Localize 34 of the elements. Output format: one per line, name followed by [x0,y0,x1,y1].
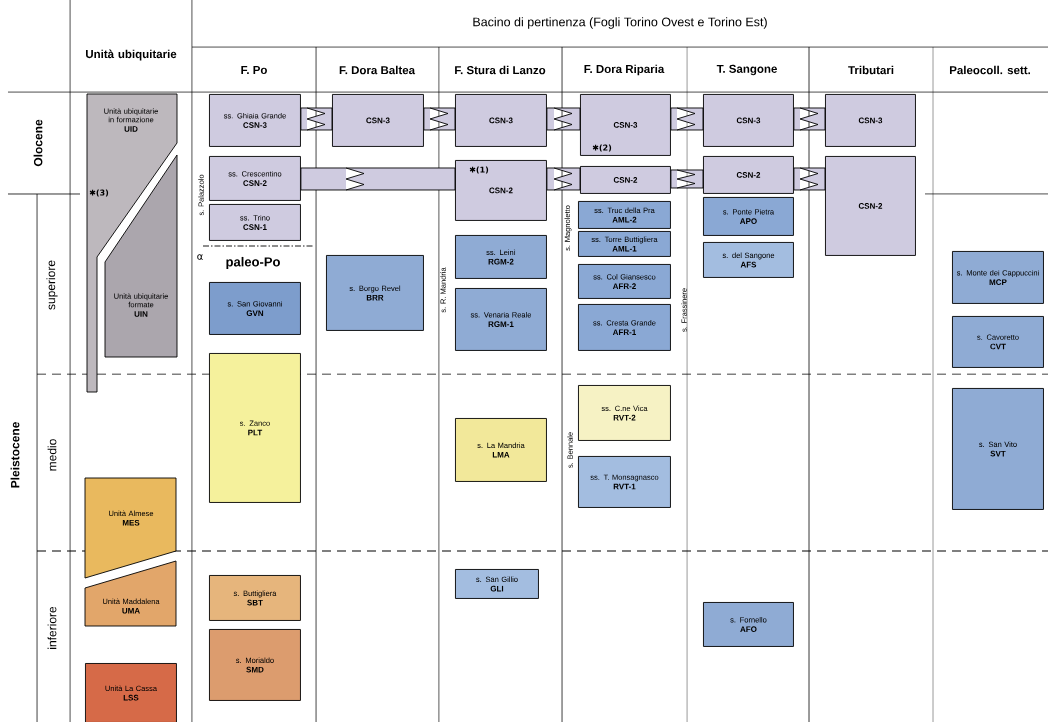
unit-box: CSN-3 [332,94,424,147]
note-mark: ✱(2) [592,144,612,152]
interfingering-band [670,169,704,189]
interfingering-band [300,167,456,191]
interfingering-band [670,107,704,131]
unit-box: CSN-3 [703,94,794,147]
group-label: paleo-Po [226,256,280,270]
column-header: F. Dora Baltea [339,65,416,75]
column-header: F. Po [241,66,267,74]
column-header: Unità ubiquitarie [86,49,177,61]
unit-box: CSN-3 [455,94,547,147]
unit-box: CSN-2 [703,156,794,194]
column-header: F. Dora Riparia [584,64,665,76]
group-heading: Bacino di pertinenza (Fogli Torino Ovest e Torino Est) [473,17,767,29]
epoch-label: Pleistocene [10,422,20,488]
boundary-symbol: α [197,254,203,260]
epoch-label: Olocene [33,119,43,167]
interfingering-band [546,107,581,131]
interfingering-band [793,107,826,131]
unit-box: CSN-2 [580,166,671,194]
column-header: Tributari [848,65,894,75]
note-mark: ✱(1) [469,166,489,174]
subepoch-label: superiore [46,260,58,310]
interfingering-band [546,167,581,191]
subepoch-label: inferiore [47,606,57,649]
subepoch-label: medio [47,439,57,471]
unit-box: CSN-2 [825,156,916,256]
unit-box: CSN-3 [825,94,916,147]
column-header: Paleocoll. sett. [950,65,1030,75]
column-header: T. Sangone [716,64,777,76]
column-header: F. Stura di Lanzo [455,65,546,75]
interfingering-band [793,167,826,191]
interfingering-band [300,107,333,131]
interfingering-band [423,107,456,131]
